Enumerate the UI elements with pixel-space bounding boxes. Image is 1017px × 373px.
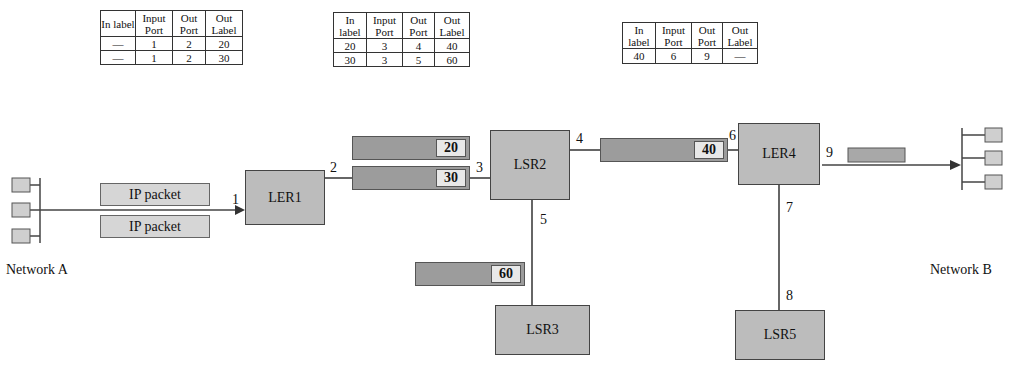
table-cell: 3 bbox=[366, 38, 403, 53]
table-header-cell: Input Port bbox=[135, 10, 173, 37]
table-header-cell: Out Port bbox=[691, 22, 723, 49]
table-header-cell: Out Label bbox=[722, 22, 758, 49]
host-icon bbox=[985, 175, 1002, 189]
table-cell: 3 bbox=[366, 52, 403, 67]
table-header-cell: In label bbox=[100, 10, 136, 37]
table-cell: 2 bbox=[172, 36, 206, 51]
table-cell: 30 bbox=[333, 52, 367, 67]
port-number: 1 bbox=[232, 192, 239, 207]
link-line bbox=[531, 200, 533, 305]
node-label: LSR2 bbox=[514, 157, 547, 173]
arrow-head bbox=[950, 160, 961, 170]
router-box: LER4 bbox=[738, 123, 820, 185]
port-number: 4 bbox=[576, 131, 583, 146]
port-number: 3 bbox=[476, 160, 483, 175]
host-icon bbox=[12, 203, 30, 217]
bus-stub bbox=[962, 157, 985, 159]
router-box: LSR3 bbox=[495, 305, 590, 355]
router-box: LER1 bbox=[245, 170, 325, 225]
node-label: LER1 bbox=[268, 190, 301, 206]
table-cell: 1 bbox=[135, 50, 173, 65]
table-cell: 4 bbox=[402, 38, 435, 53]
table-header-cell: In label bbox=[622, 22, 656, 49]
node-label: LSR3 bbox=[526, 322, 559, 338]
link-line bbox=[778, 185, 780, 310]
flow-arrow bbox=[822, 164, 951, 166]
table-cell: 60 bbox=[434, 52, 470, 67]
bus-stub bbox=[962, 181, 985, 183]
port-number: 9 bbox=[826, 145, 833, 160]
host-icon bbox=[12, 178, 30, 192]
ip-packet-box: IP packet bbox=[100, 215, 210, 238]
table-header-cell: Out Label bbox=[205, 10, 243, 37]
router-box: LSR2 bbox=[490, 130, 570, 200]
table-cell: 30 bbox=[205, 50, 243, 65]
table-cell: — bbox=[722, 48, 758, 64]
plain-packet bbox=[848, 148, 905, 162]
label-tag: 30 bbox=[436, 169, 466, 187]
labeled-packet: 60 bbox=[415, 262, 525, 286]
labeled-packet: 30 bbox=[352, 166, 470, 190]
bus-line bbox=[961, 128, 963, 190]
flow-arrow bbox=[40, 209, 236, 211]
table-cell: 9 bbox=[691, 48, 723, 64]
node-label: IP packet bbox=[129, 219, 181, 235]
table-cell: 5 bbox=[402, 52, 435, 67]
node-label: LER4 bbox=[762, 146, 795, 162]
table-cell: 20 bbox=[333, 38, 367, 53]
port-number: 6 bbox=[729, 128, 736, 143]
bus-stub bbox=[30, 235, 40, 237]
ip-packet-box: IP packet bbox=[100, 183, 210, 206]
table-header-cell: Out Port bbox=[172, 10, 206, 37]
table-header-cell: Out Label bbox=[434, 12, 470, 39]
table-header-cell: In label bbox=[333, 12, 367, 39]
port-number: 7 bbox=[786, 200, 793, 215]
bus-stub bbox=[30, 209, 40, 211]
table-header-cell: Input Port bbox=[655, 22, 692, 49]
network-label: Network B bbox=[930, 262, 992, 277]
table-cell: 6 bbox=[655, 48, 692, 64]
table-cell: — bbox=[100, 36, 136, 51]
table-cell: 40 bbox=[622, 48, 656, 64]
table-cell: 1 bbox=[135, 36, 173, 51]
bus-stub bbox=[30, 184, 40, 186]
router-box: LSR5 bbox=[735, 310, 825, 360]
node-label: LSR5 bbox=[764, 327, 797, 343]
port-number: 2 bbox=[330, 160, 337, 175]
labeled-packet: 40 bbox=[600, 138, 728, 162]
table-cell: — bbox=[100, 50, 136, 65]
host-icon bbox=[985, 151, 1002, 165]
table-cell: 40 bbox=[434, 38, 470, 53]
label-tag: 60 bbox=[491, 265, 521, 283]
label-tag: 20 bbox=[436, 139, 466, 157]
table-cell: 2 bbox=[172, 50, 206, 65]
host-icon bbox=[985, 128, 1002, 142]
port-number: 8 bbox=[786, 288, 793, 303]
port-number: 5 bbox=[540, 212, 547, 227]
bus-stub bbox=[962, 134, 985, 136]
label-tag: 40 bbox=[694, 141, 724, 159]
table-header-cell: Out Port bbox=[402, 12, 435, 39]
node-label: IP packet bbox=[129, 187, 181, 203]
host-icon bbox=[12, 229, 30, 243]
labeled-packet: 20 bbox=[352, 136, 470, 160]
network-label: Network A bbox=[6, 262, 68, 277]
table-header-cell: Input Port bbox=[366, 12, 403, 39]
table-cell: 20 bbox=[205, 36, 243, 51]
